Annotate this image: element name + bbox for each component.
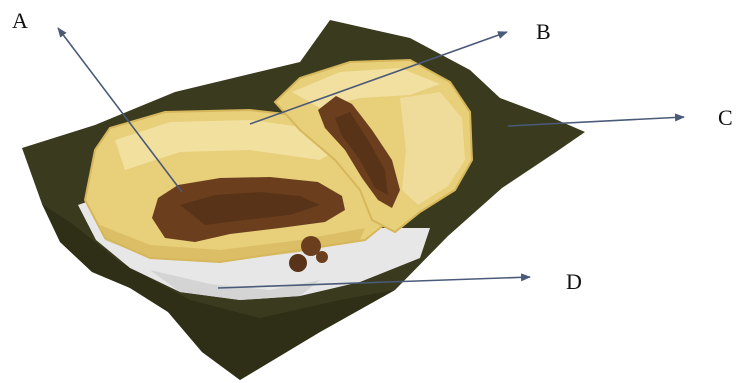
label-b: B <box>536 19 551 44</box>
filling-crumb <box>316 251 328 263</box>
label-d: D <box>566 269 582 294</box>
filling-crumb <box>289 254 307 272</box>
label-a: A <box>12 8 28 33</box>
label-c: C <box>718 105 733 130</box>
